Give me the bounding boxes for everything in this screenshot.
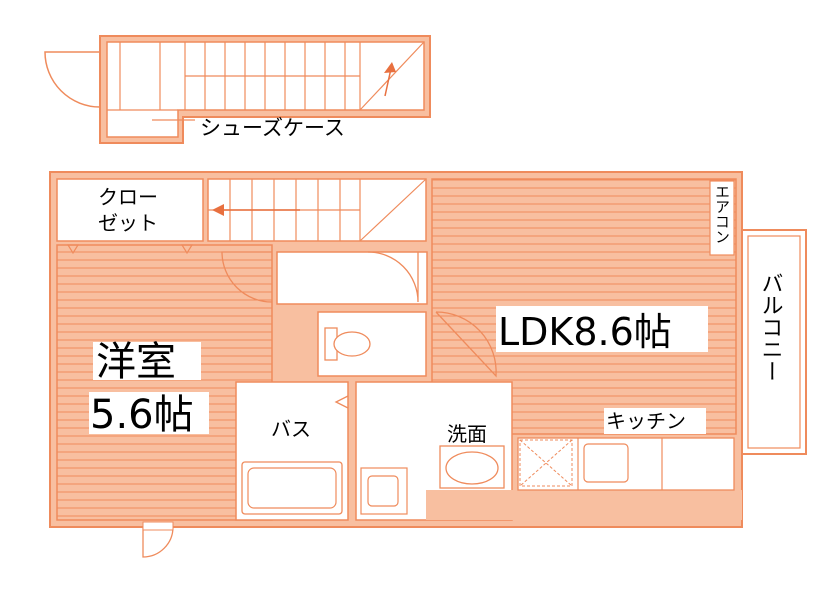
ldk-door-icon bbox=[435, 311, 497, 378]
fridge-space bbox=[519, 439, 573, 487]
entrance-area bbox=[44, 35, 431, 144]
hallway bbox=[276, 251, 428, 305]
bath-label: バス bbox=[271, 417, 311, 441]
bathtub-icon bbox=[241, 461, 343, 515]
closet-label-line2: ゼット bbox=[98, 211, 158, 235]
shoe-case-label: シューズケース bbox=[200, 116, 345, 140]
kitchen-label: キッチン bbox=[606, 409, 686, 433]
entrance-door-icon bbox=[44, 51, 101, 108]
aircon-unit bbox=[709, 180, 735, 256]
closet-label-line1: クロー bbox=[98, 185, 158, 209]
balcony bbox=[741, 229, 807, 455]
western-room-door-icon bbox=[221, 251, 273, 303]
bottom-door-icon bbox=[142, 526, 174, 558]
aircon-label: エアコン bbox=[713, 184, 731, 244]
ldk-label: LDK8.6帖 bbox=[498, 310, 672, 354]
toilet-icon bbox=[324, 327, 371, 361]
stair-arrow-icon bbox=[384, 62, 396, 97]
toilet-door-icon bbox=[367, 251, 419, 303]
closet bbox=[56, 178, 204, 242]
western-room-label: 洋室 bbox=[96, 339, 176, 385]
sink-icon bbox=[439, 445, 505, 489]
balcony-label: バルコニー bbox=[758, 272, 783, 382]
inner-stair-arrow-icon bbox=[212, 204, 300, 216]
western-room-size-label: 5.6帖 bbox=[90, 392, 194, 438]
kitchen-sink-icon bbox=[583, 443, 629, 483]
bath-door-icon bbox=[334, 395, 349, 409]
washroom-label: 洗面 bbox=[447, 422, 487, 446]
